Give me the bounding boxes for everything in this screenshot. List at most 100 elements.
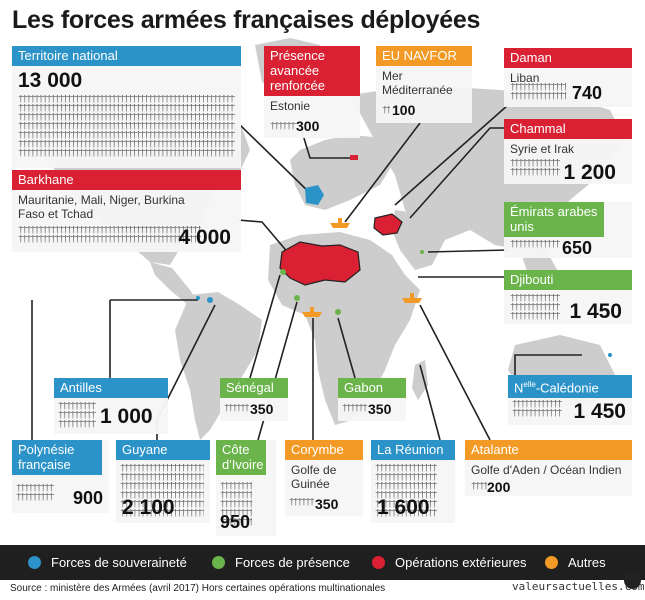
soldier-icon: ††††††††††††††††††††††††††††††††††††††††… (375, 500, 437, 509)
region-barkhane (279, 241, 361, 286)
card-presence-avancee: Présence avancée renforcée Estonie †††††… (264, 46, 360, 138)
card-value: 900 (72, 488, 103, 508)
card-value: 1 000 (100, 405, 153, 428)
soldier-icon: ††††††††††††††††††††††††††††††††††††††††… (120, 491, 204, 500)
soldier-icon: ††††††††††††††††††††††††††††††††††††††††… (512, 400, 562, 409)
soldier-icon: ††††††††††††††††††††††††††††††††††††††††… (510, 294, 560, 303)
card-value: 200 (487, 479, 511, 495)
soldier-icon: ††††††††††††††††††††††††††††††††††††††††… (18, 140, 235, 149)
soldier-icon: ††††††††††††††††††††††††††††††††††††††††… (375, 491, 437, 500)
leader-atalante (419, 304, 491, 441)
card-header: Gabon (338, 378, 406, 398)
card-la-reunion: La Réunion †††††††††††††††††††††††††††††… (371, 440, 455, 523)
legend-item-souverainete: Forces de souveraineté (28, 555, 187, 570)
land-south-america (175, 292, 262, 440)
card-eu-navfor: EU NAVFOR Mer Méditerranée †††††††††††††… (376, 46, 472, 123)
card-corymbe: Corymbe Golfe de Guinée ††††††††††††††††… (285, 440, 363, 516)
region-france (305, 185, 324, 205)
leader-chammal (409, 127, 508, 219)
card-subtitle: Estonie (270, 99, 311, 113)
card-header: EU NAVFOR (376, 46, 472, 66)
region-guyane (207, 297, 213, 303)
soldier-icon: ††††††††††††††††††††††††††††††††††††††††… (375, 482, 437, 491)
leader-senegal (249, 274, 281, 379)
card-senegal: Sénégal ††††††††††††††††††††††††††††††††… (220, 378, 288, 421)
soldier-icon: ††††††††††††††††††††††††††††††††††††††††… (342, 404, 367, 413)
leader-daman (394, 104, 509, 206)
card-nouvelle-caledonie: Nelle-Calédonie ††††††††††††††††††††††††… (508, 375, 632, 425)
card-header: Corymbe (285, 440, 363, 460)
soldier-icon-group: ††††††††††††††††††††††††††††††††††††††††… (58, 402, 96, 429)
soldier-icon: ††††††††††††††††††††††††††††††††††††††††… (18, 226, 201, 235)
card-chammal: Chammal Syrie et Irak ††††††††††††††††††… (504, 119, 632, 184)
card-header: Antilles (54, 378, 168, 398)
soldier-icon: ††††††††††††††††††††††††††††††††††††††††… (220, 482, 252, 491)
land-madagascar (412, 360, 428, 400)
soldier-icon-group: ††††††††††††††††††††††††††††††††††††††††… (220, 482, 252, 527)
land-middle-east (392, 210, 445, 270)
card-header: Guyane (116, 440, 210, 460)
soldier-icon: ††††††††††††††††††††††††††††††††††††††††… (220, 518, 252, 527)
leader-barkhane (237, 219, 291, 256)
legend-dot (28, 556, 41, 569)
card-djibouti: Djibouti †††††††††††††††††††††††††††††††… (504, 270, 632, 324)
card-emirats: Émirats arabes unis ††††††††††††††††††††… (504, 202, 632, 258)
card-subtitle: Golfe d'Aden / Océan Indien (471, 463, 622, 477)
card-header: Sénégal (220, 378, 288, 398)
logo (624, 572, 641, 589)
card-subtitle: Syrie et Irak (510, 142, 575, 156)
card-value: 350 (250, 401, 274, 417)
card-value: 1 600 (377, 496, 430, 519)
region-emirats (420, 250, 424, 254)
legend: Forces de souveraineté Forces de présenc… (0, 545, 645, 580)
legend-dot (545, 556, 558, 569)
card-value: 100 (392, 102, 416, 118)
legend-item-operations: Opérations extérieures (372, 555, 527, 570)
soldier-icon: ††††††††††††††††††††††††††††††††††††††††… (220, 509, 252, 518)
soldier-icon: ††††††††††††††††††††††††††††††††††††††††… (120, 464, 204, 473)
card-header: Polynésie française (12, 440, 102, 475)
card-daman: Daman Liban ††††††††††††††††††††††††††††… (504, 48, 632, 107)
soldier-icon-group: ††††††††††††††††††††††††††††††††††††††††… (510, 83, 566, 101)
soldier-icon: ††††††††††††††††††††††††††††††††††††††††… (224, 404, 249, 413)
card-value: 13 000 (18, 69, 83, 92)
legend-label: Autres (568, 555, 606, 570)
card-header: Barkhane (12, 170, 241, 190)
soldier-icon: ††††††††††††††††††††††††††††††††††††††††… (510, 312, 560, 321)
soldier-icon-group: ††††††††††††††††††††††††††††††††††††††††… (510, 240, 560, 249)
card-antilles: Antilles †††††††††††††††††††††††††††††††… (54, 378, 168, 434)
region-cote-ivoire (294, 295, 300, 301)
region-chammal (373, 213, 403, 236)
card-value: 740 (571, 83, 602, 103)
card-header: Côte d'Ivoire (216, 440, 266, 475)
legend-label: Forces de souveraineté (51, 555, 187, 570)
card-header-sup: elle (523, 380, 536, 389)
leader-reunion (419, 364, 441, 441)
card-barkhane: Barkhane Mauritanie, Mali, Niger, Burkin… (12, 170, 241, 252)
card-territoire-national: Territoire national 13 000 †††††††††††††… (12, 46, 241, 168)
soldier-icon-group: ††††††††††††††††††††††††††††††††††††††††… (375, 464, 437, 518)
soldier-icon: ††††††††††††††††††††††††††††††††††††††††… (18, 149, 235, 158)
card-polynesie: Polynésie française ††††††††††††††††††††… (12, 440, 109, 513)
leader-territoire (239, 124, 313, 196)
soldier-icon: ††††††††††††††††††††††††††††††††††††††††… (120, 509, 204, 518)
region-estonia (350, 155, 358, 160)
source-note: Source : ministère des Armées (avril 201… (10, 583, 386, 594)
legend-dot (372, 556, 385, 569)
ship-icon (402, 293, 422, 303)
ship-icon (302, 307, 322, 317)
card-value: 300 (296, 118, 320, 134)
legend-item-autres: Autres (545, 555, 606, 570)
region-senegal (280, 269, 286, 275)
soldier-icon-group: ††††††††††††††††††††††††††††††††††††††††… (270, 122, 296, 131)
card-header-suffix: -Calédonie (535, 380, 599, 396)
soldier-icon-group: ††††††††††††††††††††††††††††††††††††††††… (510, 294, 560, 321)
card-subtitle: Mauritanie, Mali, Niger, Burkina Faso et… (18, 193, 185, 221)
soldier-icon: ††††††††††††††††††††††††††††††††††††††††… (16, 484, 54, 493)
soldier-icon: ††††††††††††††††††††††††††††††††††††††††… (471, 482, 487, 491)
soldier-icon-group: ††††††††††††††††††††††††††††††††††††††††… (342, 404, 367, 413)
soldier-icon: ††††††††††††††††††††††††††††††††††††††††… (510, 240, 560, 249)
soldier-icon: ††††††††††††††††††††††††††††††††††††††††… (120, 473, 204, 482)
soldier-icon-group: ††††††††††††††††††††††††††††††††††††††††… (120, 464, 204, 518)
soldier-icon-group: ††††††††††††††††††††††††††††††††††††††††… (18, 95, 235, 158)
